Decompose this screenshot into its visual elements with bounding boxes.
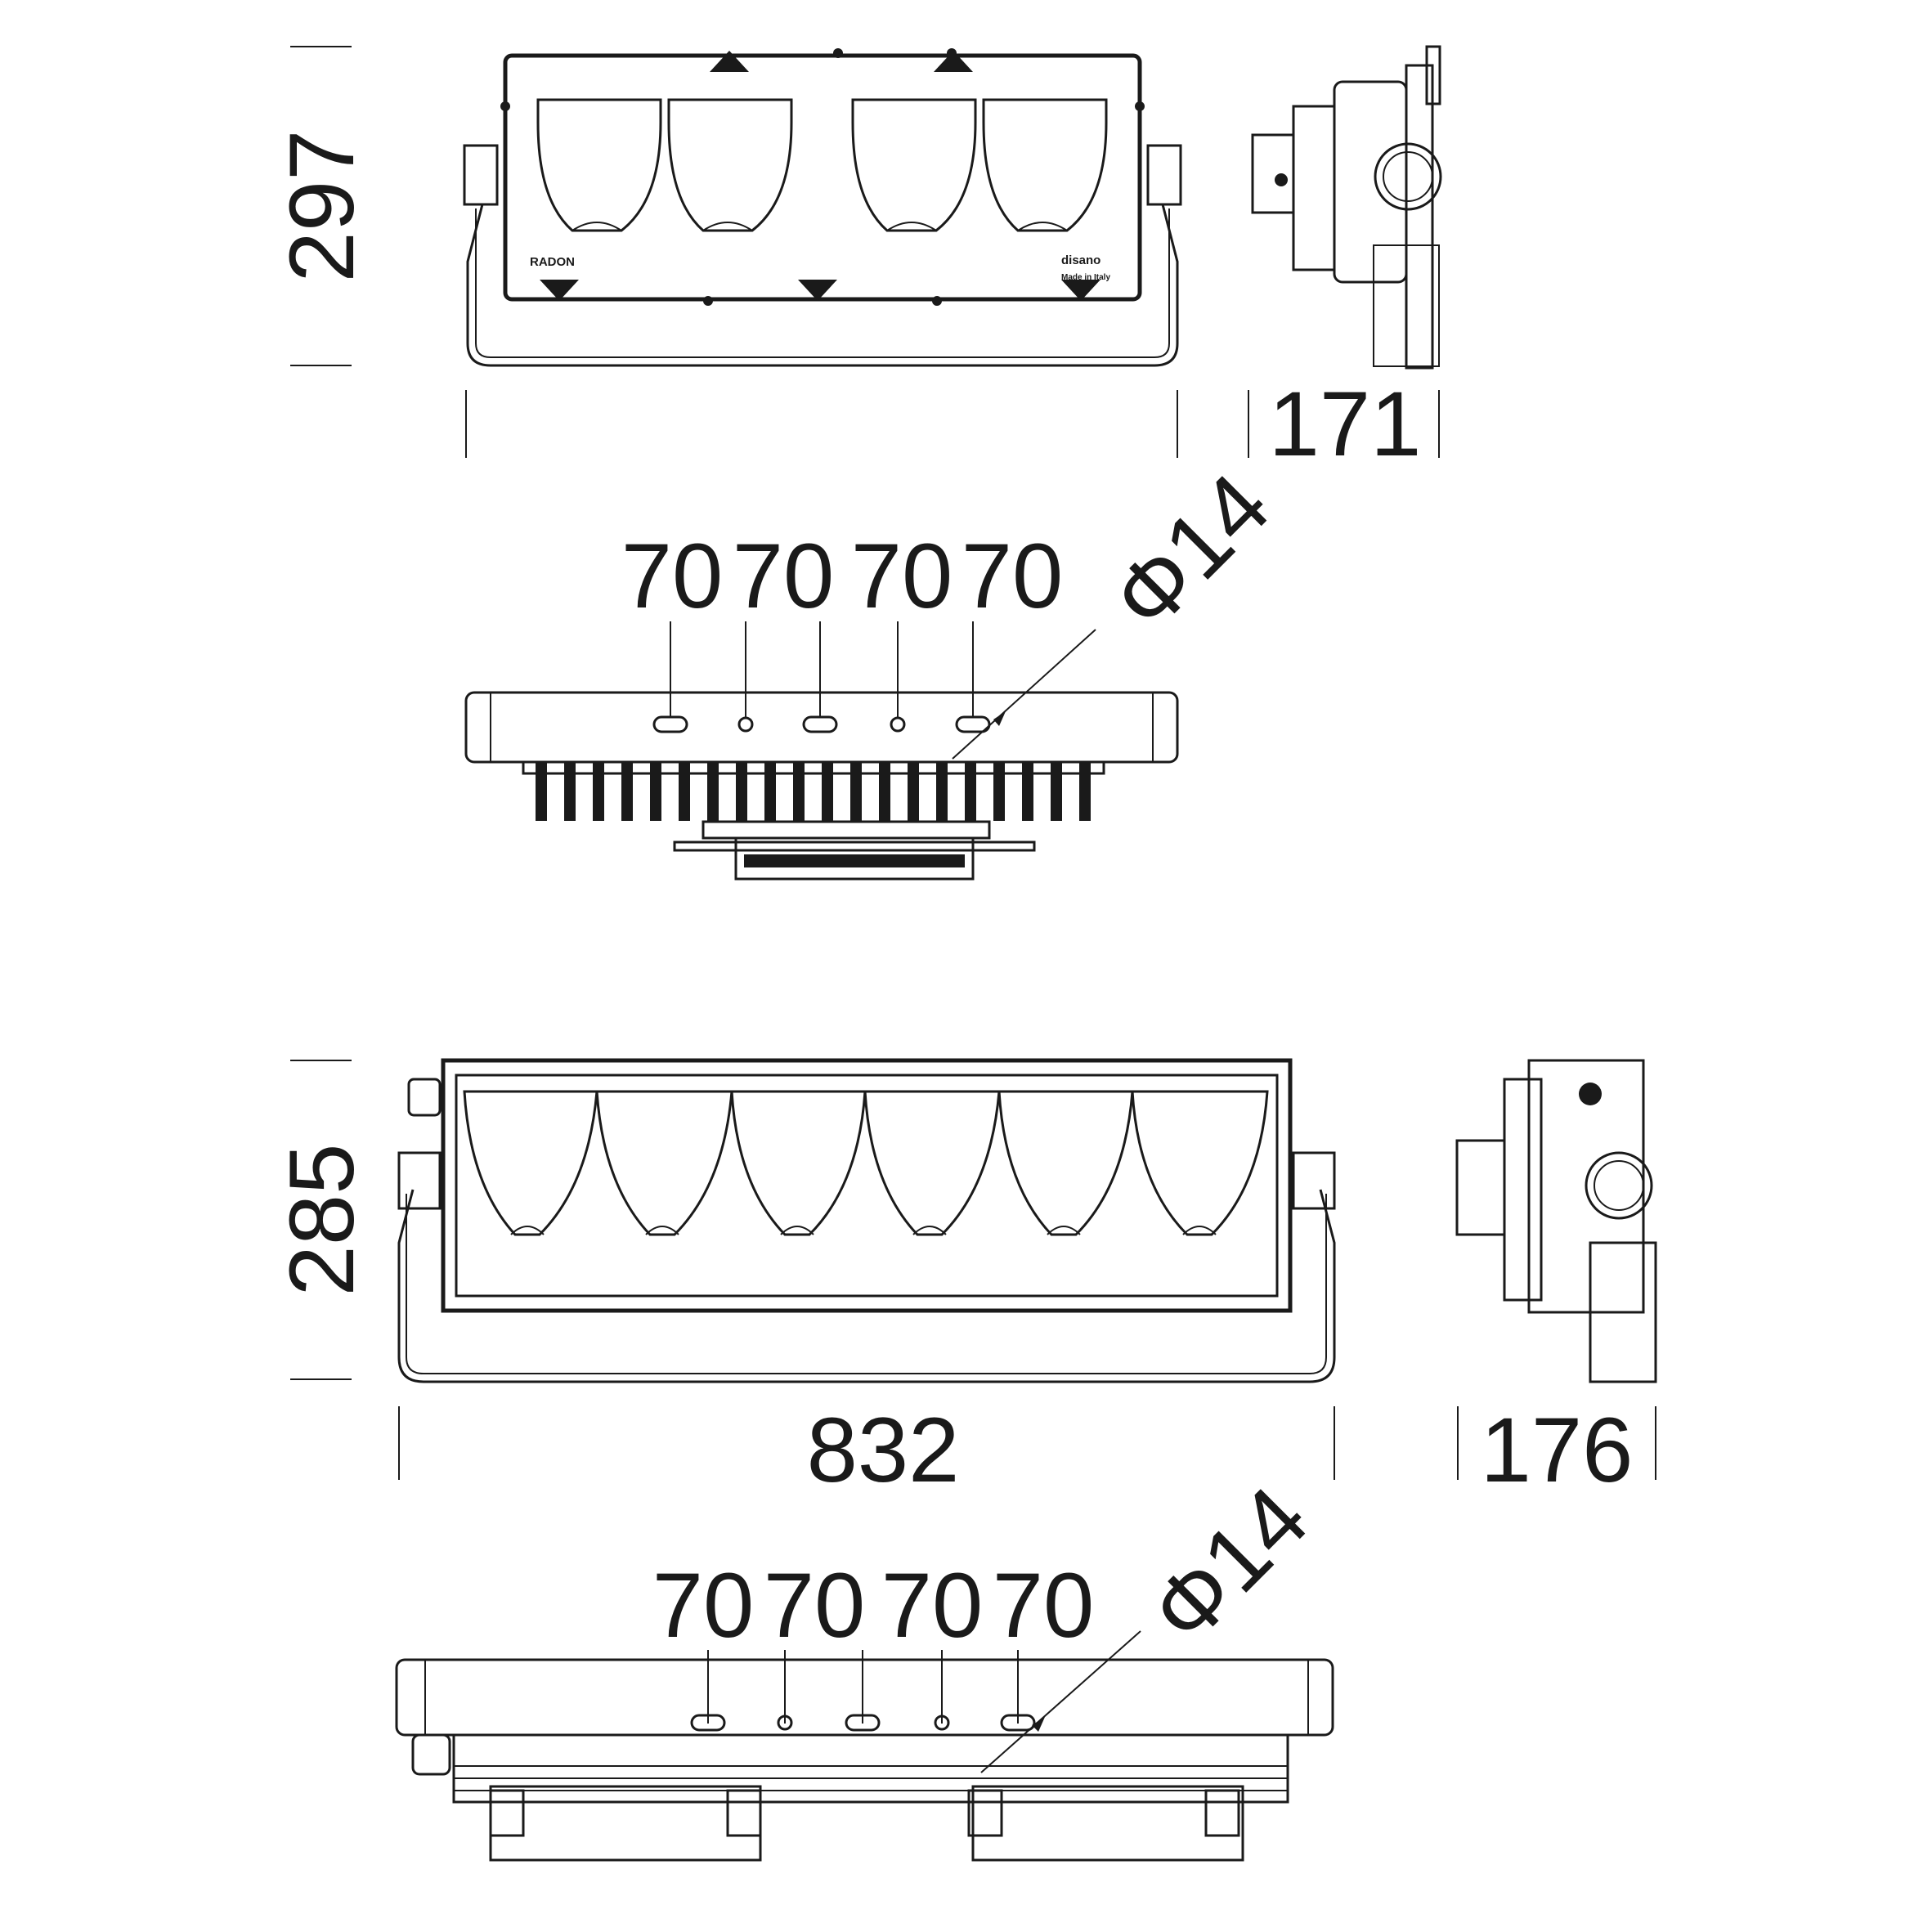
bottom-plan-gland	[411, 1733, 451, 1776]
bottom-round-hole-1	[777, 1715, 793, 1731]
bottom-plan-heatsink	[452, 1733, 1289, 1804]
maker-mark: disano	[1061, 253, 1100, 267]
side-bracket	[1373, 244, 1440, 367]
bottom-bracket	[397, 1189, 1336, 1383]
bottom-spacing-dim-4: 70	[993, 1554, 1095, 1656]
side-body	[1292, 105, 1336, 271]
dim-297-label: 297	[271, 130, 373, 283]
bottom-plan-view: 70 70 70 70 Φ14	[395, 1467, 1334, 1862]
mounting-bracket-inner	[475, 208, 1170, 358]
bottom-knob-left	[397, 1151, 442, 1210]
bottom-side-body	[1503, 1078, 1543, 1302]
bottom-gland	[407, 1078, 442, 1117]
spacing-dim-1: 70	[621, 525, 724, 627]
plan-heatsink-fins-top	[536, 762, 1091, 821]
bottom-plan-housing	[395, 1658, 1334, 1737]
top-plan-view: 70 70 70 70 Φ14	[464, 454, 1289, 881]
bottom-housing-outline	[441, 1058, 1293, 1313]
round-hole-2	[890, 716, 906, 733]
housing-outline	[503, 53, 1142, 302]
bottom-side-bracket	[1589, 1241, 1657, 1383]
bottom-side-cable-box	[1455, 1139, 1506, 1236]
top-front-view: 297	[271, 46, 1182, 367]
dim-285-label: 285	[271, 1144, 373, 1297]
bottom-tilt-protractor	[1585, 1151, 1653, 1220]
dim-832-label: 832	[807, 1399, 960, 1501]
slot-hole-2	[802, 715, 838, 733]
bottom-plan-driver-left	[489, 1785, 762, 1862]
plan-driver-box	[734, 836, 975, 881]
spacing-dim-3: 70	[851, 525, 953, 627]
bottom-round-hole-2	[934, 1715, 950, 1731]
housing-clips	[500, 48, 1145, 306]
bottom-slot-hole-2	[845, 1714, 881, 1732]
bottom-spacing-dim-1: 70	[652, 1554, 755, 1656]
plan-driver-bar	[702, 820, 991, 840]
side-gland	[1275, 173, 1288, 186]
bottom-side-gland	[1579, 1083, 1602, 1105]
slot-hole-3	[955, 715, 991, 733]
bottom-front-view: 285 832	[271, 1058, 1336, 1501]
bottom-side-view: 176	[1455, 1059, 1657, 1501]
dim-176-label: 176	[1481, 1399, 1634, 1501]
bottom-plan-driver-right	[971, 1785, 1244, 1862]
plan-housing-top	[464, 691, 1179, 764]
top-side-view: 171	[1248, 45, 1442, 475]
bottom-slot-hole-3	[1000, 1714, 1036, 1732]
dim-171-label: 171	[1269, 373, 1422, 475]
tilt-protractor	[1374, 142, 1442, 211]
origin-label: Made in Italy	[1061, 273, 1110, 282]
brand-label: RADON	[530, 255, 575, 269]
spacing-dim-4: 70	[962, 525, 1064, 627]
hole-dim-label: Φ14	[1093, 454, 1289, 650]
mounting-bracket	[466, 204, 1179, 367]
reflectors-bottom	[463, 1090, 1269, 1236]
spacing-dim-2: 70	[733, 525, 835, 627]
bracket-knob-left	[463, 144, 499, 206]
round-hole-1	[737, 716, 754, 733]
bottom-hole-dim-label: Φ14	[1132, 1467, 1328, 1663]
bottom-spacing-dim-2: 70	[764, 1554, 866, 1656]
reflectors-top	[536, 98, 1108, 232]
bottom-knob-right	[1292, 1151, 1336, 1210]
side-mount-plate	[1405, 64, 1434, 370]
slot-hole-1	[652, 715, 688, 733]
bottom-slot-hole-1	[690, 1714, 726, 1732]
bottom-spacing-dim-3: 70	[881, 1554, 984, 1656]
bracket-knob-right	[1146, 144, 1182, 206]
side-top-flange	[1425, 45, 1441, 105]
side-heatsink	[1333, 80, 1408, 284]
side-cable-box	[1251, 133, 1295, 214]
